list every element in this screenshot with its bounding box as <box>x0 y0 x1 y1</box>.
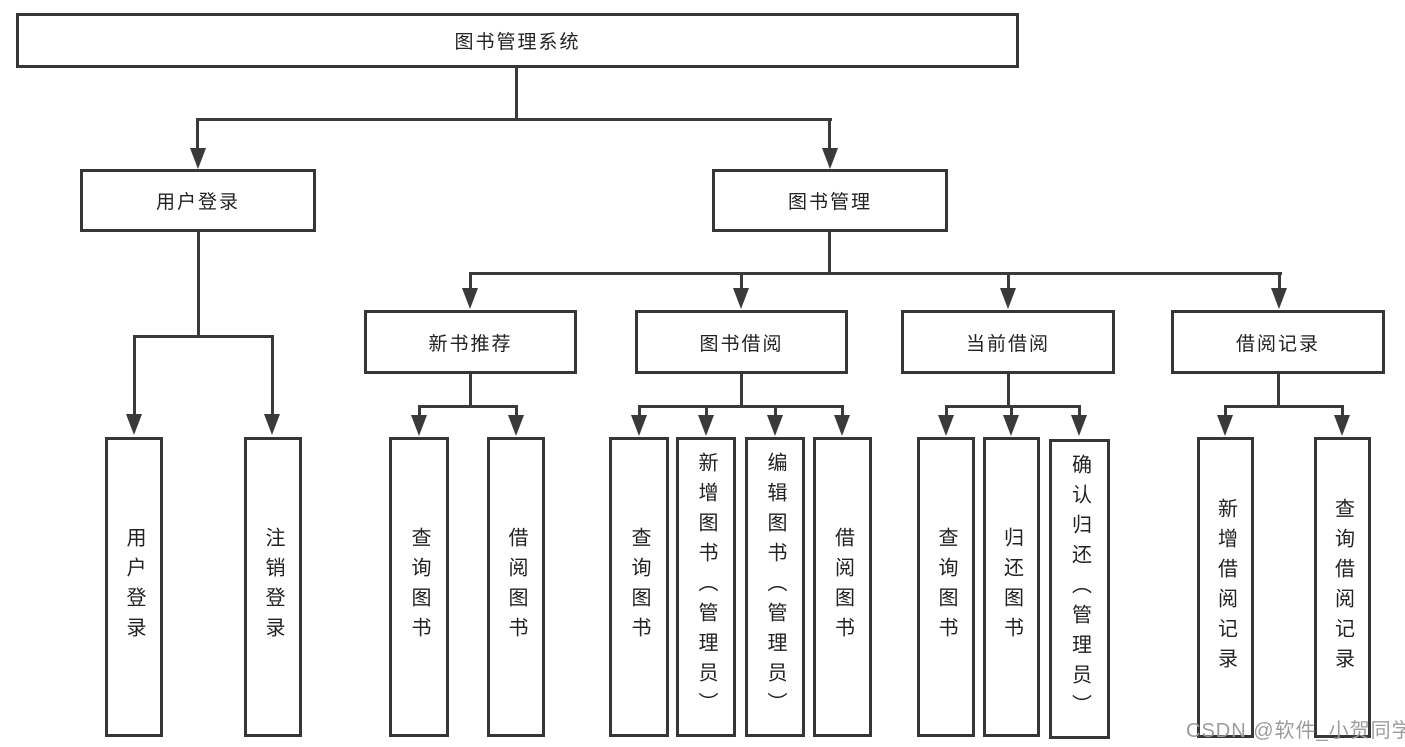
connector <box>469 272 472 289</box>
node-current-borrow: 当前借阅 <box>901 310 1115 374</box>
node-library-management-system: 图书管理系统 <box>16 13 1019 68</box>
connector <box>1010 405 1013 416</box>
leaf-user-login: 用户登录 <box>105 437 163 737</box>
arrowhead-down-icon <box>1217 415 1233 436</box>
connector <box>945 405 1081 408</box>
leaf-confirm-return-admin: 确认归还（管理员） <box>1049 439 1110 739</box>
leaf-query-borrow-record: 查询借阅记录 <box>1314 437 1371 738</box>
connector <box>196 118 832 121</box>
connector <box>1277 374 1280 407</box>
connector <box>638 405 641 416</box>
arrowhead-down-icon <box>190 148 206 169</box>
arrowhead-down-icon <box>822 148 838 169</box>
node-user-login: 用户登录 <box>80 169 316 232</box>
arrowhead-down-icon <box>462 288 478 309</box>
leaf-add-borrow-record: 新增借阅记录 <box>1197 437 1254 738</box>
connector <box>1341 405 1344 416</box>
arrowhead-down-icon <box>733 288 749 309</box>
arrowhead-down-icon <box>411 415 427 436</box>
arrowhead-down-icon <box>1000 288 1016 309</box>
arrowhead-down-icon <box>631 415 647 436</box>
connector <box>1007 272 1010 289</box>
connector <box>638 405 844 408</box>
leaf-logout: 注销登录 <box>244 437 302 737</box>
node-book-management: 图书管理 <box>712 169 948 232</box>
arrowhead-down-icon <box>508 415 524 436</box>
connector <box>1224 405 1344 408</box>
leaf-borrow-books-recommend: 借阅图书 <box>487 437 545 737</box>
connector <box>740 272 743 289</box>
connector <box>469 374 472 407</box>
connector <box>1007 374 1010 407</box>
leaf-query-books-current: 查询图书 <box>917 437 975 737</box>
leaf-query-books-borrow: 查询图书 <box>609 437 669 737</box>
node-borrow-records: 借阅记录 <box>1171 310 1385 374</box>
connector <box>515 68 518 119</box>
connector <box>828 118 831 149</box>
connector <box>197 232 200 336</box>
leaf-add-books-admin: 新增图书（管理员） <box>676 437 736 737</box>
connector <box>1224 405 1227 416</box>
watermark-text: CSDN @软件_小贺同学 <box>1186 720 1405 742</box>
connector <box>133 335 136 415</box>
arrowhead-down-icon <box>698 415 714 436</box>
arrowhead-down-icon <box>938 415 954 436</box>
arrowhead-down-icon <box>767 415 783 436</box>
connector <box>133 335 274 338</box>
connector <box>841 405 844 416</box>
connector <box>1078 405 1081 416</box>
connector <box>828 232 831 275</box>
node-new-book-recommend: 新书推荐 <box>364 310 577 374</box>
node-book-borrow: 图书借阅 <box>635 310 848 374</box>
arrowhead-down-icon <box>1071 415 1087 436</box>
arrowhead-down-icon <box>1334 415 1350 436</box>
leaf-borrow-books: 借阅图书 <box>813 437 872 737</box>
arrowhead-down-icon <box>1003 415 1019 436</box>
connector <box>418 405 518 408</box>
connector <box>196 118 199 149</box>
connector <box>1278 272 1281 289</box>
connector <box>945 405 948 416</box>
leaf-return-books: 归还图书 <box>983 437 1040 737</box>
arrowhead-down-icon <box>126 414 142 435</box>
connector <box>774 405 777 416</box>
connector <box>271 335 274 415</box>
arrowhead-down-icon <box>264 414 280 435</box>
arrowhead-down-icon <box>1271 288 1287 309</box>
connector <box>469 272 1282 275</box>
leaf-query-books-recommend: 查询图书 <box>389 437 449 737</box>
connector <box>740 374 743 407</box>
connector <box>515 405 518 416</box>
arrowhead-down-icon <box>834 415 850 436</box>
leaf-edit-books-admin: 编辑图书（管理员） <box>745 437 805 737</box>
connector <box>418 405 421 416</box>
connector <box>705 405 708 416</box>
